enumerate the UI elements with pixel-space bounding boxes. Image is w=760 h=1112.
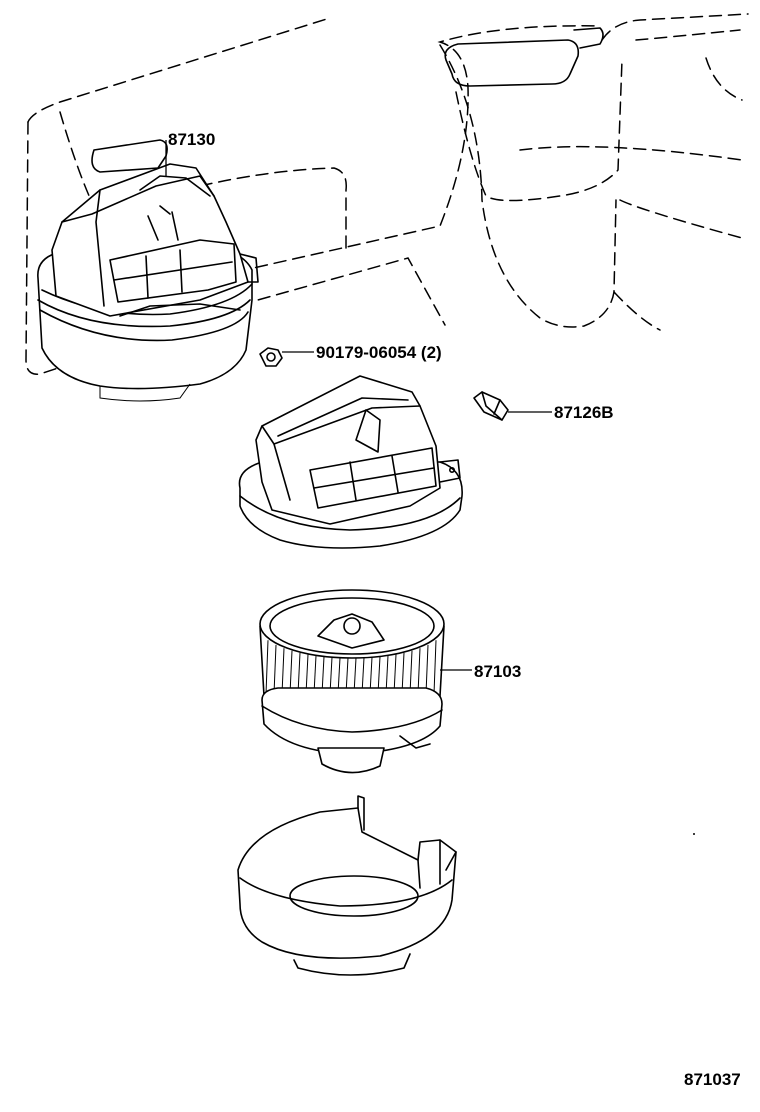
fan-blade: [273, 644, 277, 695]
leader-lines: [165, 140, 552, 671]
dashboard-outline: [25, 13, 749, 375]
installed-blower-assembly: [37, 163, 259, 402]
fan-blade: [289, 650, 293, 695]
nut-part: [259, 347, 283, 367]
blower-motor-fan-part: [259, 589, 445, 774]
callout-87126b: 87126B: [554, 403, 614, 422]
fan-blade: [425, 644, 429, 695]
clip-part: [473, 391, 509, 421]
callout-87130: 87130: [168, 130, 215, 149]
fan-blade: [401, 652, 405, 695]
fan-blade: [433, 640, 437, 695]
figure-number: 871037: [684, 1070, 741, 1089]
lower-case-part: [237, 795, 457, 976]
fan-blade: [297, 652, 301, 695]
fan-blade: [409, 650, 413, 695]
fan-blade: [417, 648, 421, 695]
callout-90179-06054: 90179-06054 (2): [316, 343, 442, 362]
blower-case-part: [238, 375, 463, 549]
fan-blade: [265, 640, 269, 695]
fan-blade: [281, 648, 285, 695]
stray-dot: [693, 833, 695, 835]
callout-87103: 87103: [474, 662, 521, 681]
